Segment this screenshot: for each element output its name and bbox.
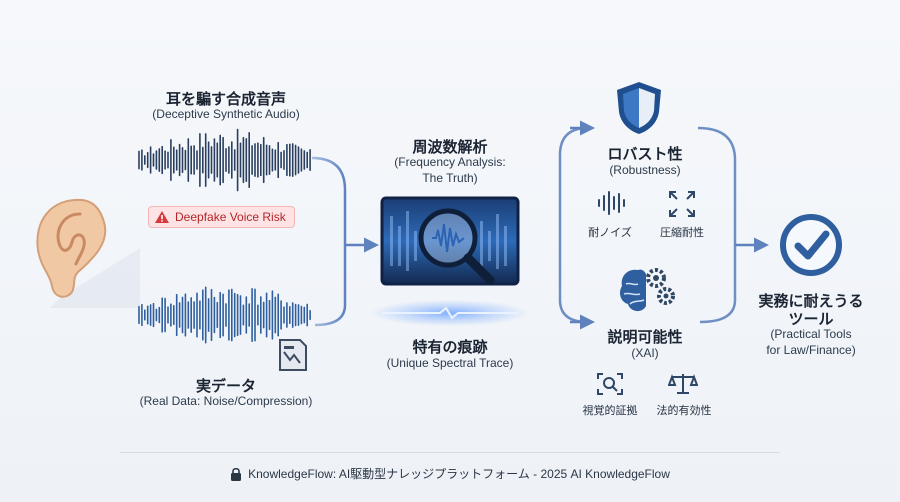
trace-subtitle: (Unique Spectral Trace) bbox=[386, 356, 514, 370]
xai-item-visual-evidence: 視覚的証拠 bbox=[582, 404, 638, 417]
trace-line bbox=[382, 306, 518, 320]
synthetic-waveform bbox=[138, 128, 311, 192]
visual-evidence-icon bbox=[597, 373, 623, 395]
spectrogram-panel bbox=[380, 196, 520, 286]
result-subtitle-1: (Practical Tools bbox=[770, 327, 852, 341]
robustness-title: ロバスト性 bbox=[607, 145, 683, 163]
scales-icon bbox=[668, 374, 698, 394]
result-title-1: 実務に耐えうる bbox=[758, 292, 864, 310]
checkmark-circle-icon bbox=[780, 214, 842, 276]
output-connector bbox=[697, 126, 737, 324]
deepfake-risk-badge: Deepfake Voice Risk bbox=[148, 206, 295, 228]
result-subtitle-2: for Law/Finance) bbox=[766, 343, 856, 357]
analysis-title: 周波数解析 bbox=[412, 138, 488, 156]
deepfake-risk-label: Deepfake Voice Risk bbox=[175, 210, 286, 224]
xai-title: 説明可能性 bbox=[607, 328, 683, 346]
input-connector bbox=[311, 156, 347, 327]
real-subtitle: (Real Data: Noise/Compression) bbox=[139, 394, 313, 408]
robustness-subtitle: (Robustness) bbox=[609, 163, 681, 177]
xai-subtitle: (XAI) bbox=[631, 346, 659, 360]
shield-icon bbox=[617, 82, 661, 134]
lock-icon bbox=[231, 467, 242, 481]
footer: KnowledgeFlow: AI駆動型ナレッジプラットフォーム - 2025 … bbox=[0, 465, 900, 482]
robustness-item-noise: 耐ノイズ bbox=[588, 226, 632, 239]
warning-icon bbox=[155, 211, 169, 223]
brain-gear-icon bbox=[620, 268, 675, 312]
synthetic-subtitle: (Deceptive Synthetic Audio) bbox=[152, 107, 300, 121]
result-title-2: ツール bbox=[788, 310, 834, 328]
real-title: 実データ bbox=[195, 377, 256, 395]
real-waveform bbox=[138, 286, 311, 344]
branch-connector bbox=[558, 126, 589, 324]
synthetic-title: 耳を騙す合成音声 bbox=[165, 90, 286, 108]
footer-text: KnowledgeFlow: AI駆動型ナレッジプラットフォーム - 2025 … bbox=[248, 467, 670, 481]
magnifier-handle bbox=[463, 253, 495, 285]
analysis-subtitle-1: (Frequency Analysis: bbox=[394, 155, 506, 169]
robustness-item-compression: 圧縮耐性 bbox=[660, 226, 704, 239]
compressed-file-icon bbox=[279, 339, 307, 371]
trace-title: 特有の痕跡 bbox=[412, 338, 488, 356]
xai-item-legal-validity: 法的有効性 bbox=[656, 404, 712, 417]
compress-arrows-icon bbox=[669, 191, 695, 217]
ear-icon bbox=[36, 198, 140, 308]
footer-divider bbox=[120, 452, 780, 453]
noise-waveform-icon bbox=[598, 191, 625, 215]
analysis-subtitle-2: The Truth) bbox=[422, 171, 478, 185]
